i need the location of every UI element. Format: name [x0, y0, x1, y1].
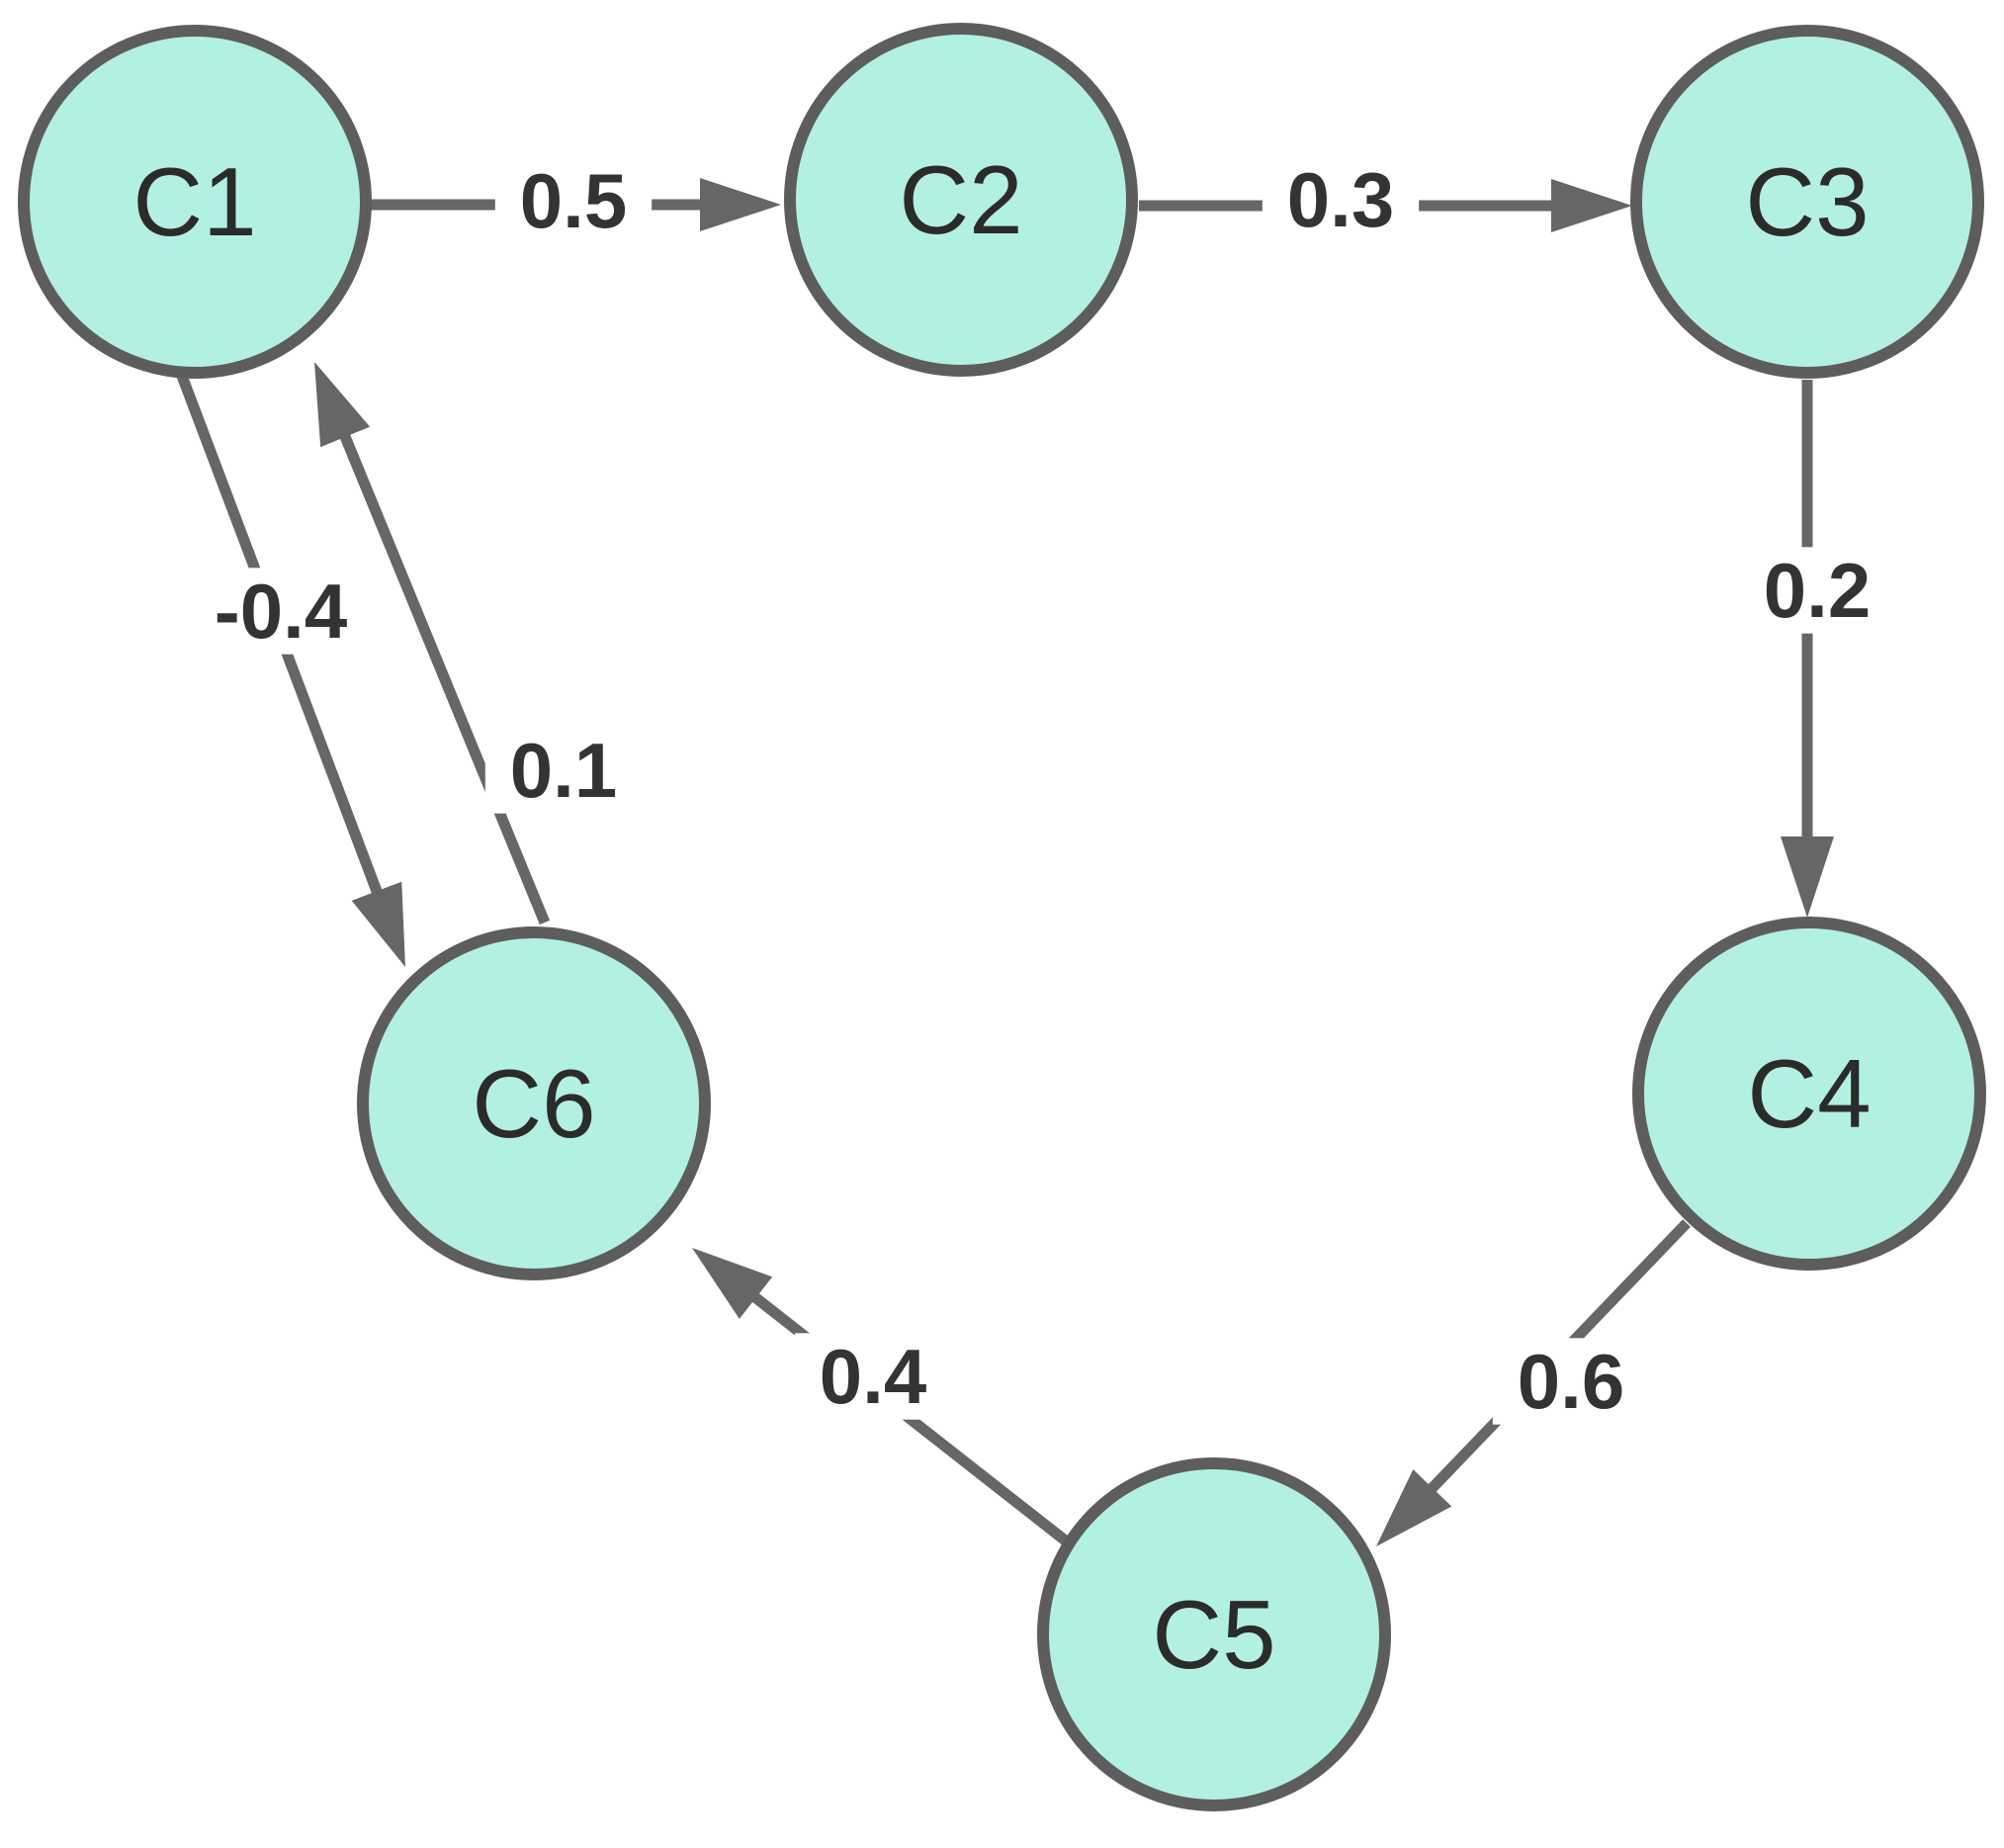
edge-weight-C6-C1: 0.1 — [510, 727, 617, 814]
node-C1 — [18, 25, 372, 379]
edge-label-bg-C6-C1 — [484, 727, 643, 814]
node-label-C4: C4 — [1747, 1039, 1871, 1148]
edge-labels-layer: 0.5 0.3 0.2 0.6 0.4 -0.4 0.1 — [180, 156, 1896, 1425]
edge-label-bg-C4-C5 — [1492, 1338, 1650, 1425]
node-label-C6: C6 — [472, 1049, 595, 1158]
edge-weight-C2-C3: 0.3 — [1287, 156, 1394, 243]
node-label-C1: C1 — [132, 147, 256, 256]
arrowhead-C5-C6 — [692, 1248, 773, 1319]
node-label-C3: C3 — [1745, 147, 1869, 256]
edge-weight-C1-C6: -0.4 — [215, 568, 347, 655]
edge-label-bg-C5-C6 — [794, 1333, 952, 1420]
edge-label-bg-C1-C6 — [180, 568, 382, 655]
edge-label-bg-C1-C2 — [494, 157, 653, 244]
arrowhead-C4-C5 — [1376, 1469, 1452, 1546]
arrowhead-C1-C2 — [700, 178, 781, 231]
node-C4 — [1632, 917, 1986, 1271]
edge-weight-C4-C5: 0.6 — [1518, 1338, 1624, 1425]
node-C5 — [1037, 1457, 1391, 1811]
arrowhead-C2-C3 — [1551, 179, 1632, 232]
edge-label-bg-C2-C3 — [1262, 156, 1420, 243]
node-C3 — [1630, 25, 1984, 379]
arrowhead-C1-C6 — [351, 881, 405, 967]
edge-C6-C1 — [334, 421, 551, 925]
node-label-C2: C2 — [899, 145, 1022, 254]
edge-weight-C5-C6: 0.4 — [820, 1333, 926, 1420]
node-C6 — [357, 926, 711, 1280]
node-label-C5: C5 — [1152, 1580, 1275, 1689]
node-C2 — [784, 23, 1138, 377]
arrowhead-C6-C1 — [314, 362, 371, 448]
edge-weight-C3-C4: 0.2 — [1764, 547, 1871, 634]
edge-label-bg-C3-C4 — [1738, 547, 1896, 634]
arrowhead-C3-C4 — [1781, 836, 1834, 918]
edge-weight-C1-C2: 0.5 — [520, 157, 627, 244]
